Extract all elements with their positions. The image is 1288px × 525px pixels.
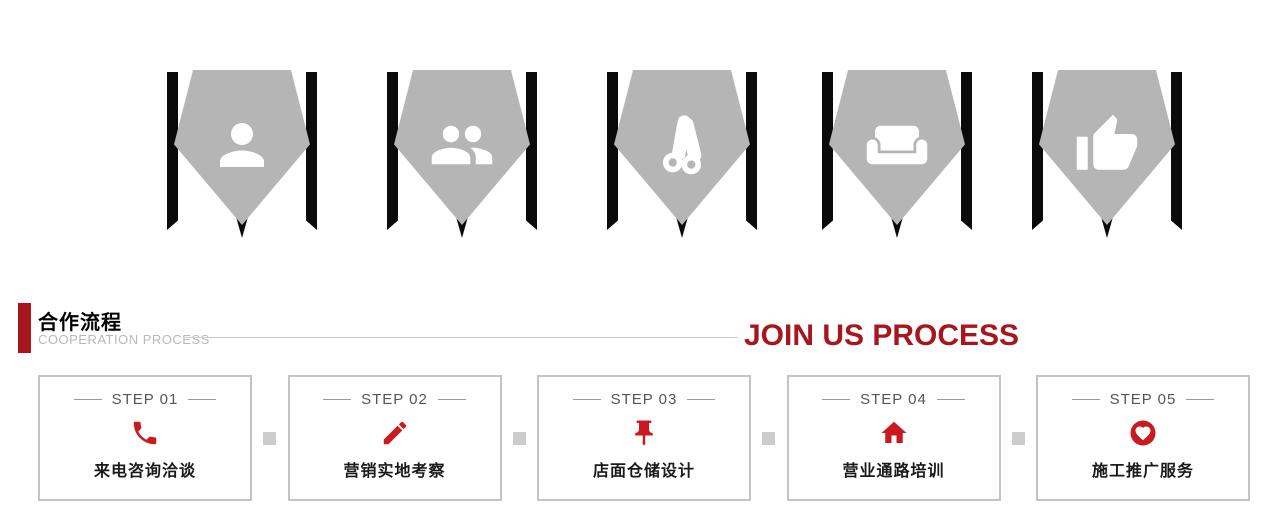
businessman-icon xyxy=(209,112,275,178)
sofa-icon xyxy=(864,112,930,178)
ribbon-left xyxy=(167,72,178,230)
label-dash-right xyxy=(1186,399,1215,400)
pushpin-icon xyxy=(539,416,749,450)
section-header: 合作流程 COOPERATION PROCESS JOIN US PROCESS xyxy=(0,303,1288,358)
thumbs-up-icon xyxy=(1074,112,1140,178)
step-connector xyxy=(512,431,526,445)
ribbon-right xyxy=(306,72,317,230)
step-label: STEP 03 xyxy=(539,391,749,408)
badge-furniture xyxy=(822,70,972,245)
step-label: STEP 01 xyxy=(40,391,250,408)
step-connector xyxy=(1011,431,1025,445)
step-title: 来电咨询洽谈 xyxy=(93,463,196,480)
step-number: STEP 03 xyxy=(610,391,678,408)
pencil-icon xyxy=(290,416,500,450)
ribbon-left xyxy=(822,72,833,230)
step-label: STEP 02 xyxy=(290,391,500,408)
home-icon xyxy=(789,416,999,450)
label-dash-left xyxy=(73,399,102,400)
step-number: STEP 01 xyxy=(111,391,179,408)
badge-row xyxy=(0,70,1288,250)
heart-icon xyxy=(1038,416,1248,450)
step-title: 施工推广服务 xyxy=(1091,463,1194,480)
section-title-cn: 合作流程 xyxy=(38,312,122,334)
label-dash-right xyxy=(936,399,965,400)
step-label: STEP 05 xyxy=(1038,391,1248,408)
step-title: 店面仓储设计 xyxy=(592,463,695,480)
step-number: STEP 02 xyxy=(361,391,428,408)
step-card-2: STEP 02 营销实地考察 xyxy=(287,375,502,501)
ribbon-right xyxy=(526,72,537,230)
step-connector xyxy=(263,431,277,445)
people-icon xyxy=(429,112,495,178)
ribbon-right xyxy=(961,72,972,230)
label-dash-left xyxy=(323,399,352,400)
label-dash-right xyxy=(687,399,716,400)
steps-row: STEP 01 来电咨询洽谈 STEP 02 营销实地考察 xyxy=(38,375,1250,501)
ribbon-left xyxy=(387,72,398,230)
accent-bar xyxy=(18,303,31,353)
step-title: 营业通路培训 xyxy=(842,463,945,480)
badge-consult xyxy=(167,70,317,245)
step-card-1: STEP 01 来电咨询洽谈 xyxy=(38,375,252,501)
header-divider-line xyxy=(185,337,738,338)
label-dash-left xyxy=(572,399,601,400)
step-card-3: STEP 03 店面仓储设计 xyxy=(537,375,751,501)
step-card-4: STEP 04 营业通路培训 xyxy=(786,375,1001,501)
section-title-right: JOIN US PROCESS xyxy=(744,319,1020,352)
phone-icon xyxy=(40,416,250,450)
ribbon-right xyxy=(1171,72,1182,230)
ribbon-right xyxy=(746,72,757,230)
step-card-5: STEP 05 施工推广服务 xyxy=(1036,375,1250,501)
label-dash-right xyxy=(437,399,466,400)
wood-logs-icon xyxy=(649,112,715,178)
step-number: STEP 04 xyxy=(860,391,927,408)
ribbon-left xyxy=(607,72,618,230)
step-label: STEP 04 xyxy=(789,391,999,408)
label-dash-left xyxy=(1071,399,1100,400)
badge-quality xyxy=(1032,70,1182,245)
label-dash-left xyxy=(822,399,851,400)
label-dash-right xyxy=(188,399,217,400)
step-title: 营销实地考察 xyxy=(343,463,446,480)
step-number: STEP 05 xyxy=(1109,391,1177,408)
section-title-en: COOPERATION PROCESS xyxy=(38,332,210,347)
ribbon-left xyxy=(1032,72,1043,230)
step-connector xyxy=(762,431,776,445)
badge-team xyxy=(387,70,537,245)
badge-material xyxy=(607,70,757,245)
